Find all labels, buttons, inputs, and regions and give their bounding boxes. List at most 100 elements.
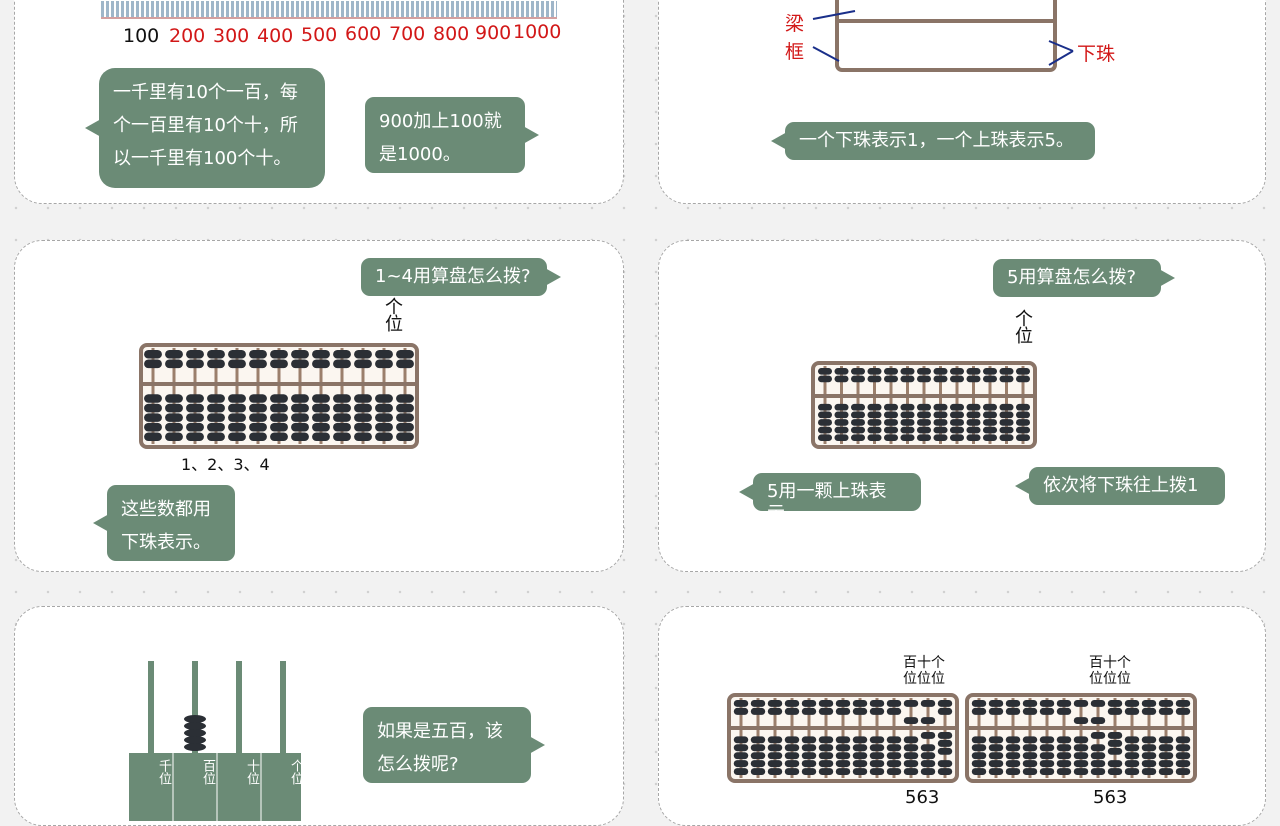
abacus-upper-bead <box>165 350 183 359</box>
abacus-lower-bead <box>1107 747 1123 755</box>
abacus-lower-bead <box>396 432 414 441</box>
abacus-lower-bead <box>1022 744 1038 752</box>
abacus-upper-bead <box>867 375 882 383</box>
abacus-lower-bead <box>1056 760 1072 768</box>
abacus-lower-bead <box>1107 732 1123 739</box>
abacus-upper-bead <box>375 350 393 359</box>
abacus-lower-bead <box>333 403 351 413</box>
abacus-lower-bead <box>1056 752 1072 760</box>
abacus-lower-bead <box>867 403 882 411</box>
counting-bead <box>184 743 206 751</box>
abacus-lower-bead <box>375 413 393 422</box>
abacus-lower-bead <box>1015 403 1031 411</box>
abacus-lower-bead <box>988 752 1004 760</box>
abacus-lower-bead <box>982 419 998 426</box>
speech-bubble-5-question: 5用算盘怎么拨? <box>993 259 1175 297</box>
abacus-lower-bead <box>850 419 866 426</box>
abacus-lower-bead <box>767 768 783 775</box>
abacus-upper-bead <box>1090 700 1106 707</box>
abacus-lower-bead <box>835 760 851 768</box>
abacus-beam <box>968 726 1194 730</box>
abacus-lower-bead <box>966 403 981 411</box>
abacus-lower-bead <box>949 419 965 426</box>
abacus-lower-bead <box>900 411 915 419</box>
abacus-lower-bead <box>988 744 1004 752</box>
abacus-upper-bead <box>850 375 866 383</box>
abacus-upper-bead <box>988 707 1004 715</box>
abacus-lower-bead <box>1141 744 1157 752</box>
abacus-lower-bead <box>750 752 766 760</box>
abacus-lower-bead <box>971 752 987 760</box>
abacus-lower-bead <box>1175 744 1191 752</box>
abacus-lower-bead <box>801 768 817 775</box>
abacus-lower-bead <box>886 760 902 768</box>
abacus-lower-bead <box>784 768 800 775</box>
abacus-lower-bead <box>165 432 183 441</box>
abacus-lower-bead <box>733 760 749 768</box>
abacus-lower-bead <box>375 432 393 441</box>
abacus-lower-bead <box>270 394 288 403</box>
abacus-upper-bead <box>1175 707 1191 715</box>
abacus-upper-bead <box>1015 375 1031 383</box>
abacus-lower-bead <box>1022 752 1038 760</box>
abacus-lower-bead <box>801 760 817 768</box>
abacus-lower-bead <box>869 768 885 775</box>
abacus-upper-bead <box>375 359 393 369</box>
place-baiwei: 百位 <box>200 759 215 785</box>
abacus-upper-bead <box>1158 700 1174 707</box>
abacus-lower-bead <box>937 739 953 747</box>
abacus-upper-bead <box>920 717 936 724</box>
abacus-upper-bead <box>883 375 899 383</box>
abacus-lower-bead <box>249 422 267 432</box>
abacus-upper-bead <box>228 359 246 369</box>
abacus-lower-bead <box>937 747 953 755</box>
abacus-upper-bead <box>988 700 1004 707</box>
counting-rods-place-value <box>129 661 301 821</box>
abacus-lower-bead <box>966 434 981 441</box>
abacus-lower-bead <box>784 760 800 768</box>
abacus-5 <box>811 361 1037 449</box>
number-300: 300 <box>213 25 250 47</box>
abacus-upper-bead <box>733 700 749 707</box>
abacus-lower-bead <box>818 760 834 768</box>
abacus-lower-bead <box>852 752 868 760</box>
abacus-upper-bead <box>933 375 948 383</box>
abacus-lower-bead <box>396 422 414 432</box>
speech-bubble-900-plus-100: 900加上100就是1000。 <box>365 97 539 173</box>
abacus-lower-bead <box>375 394 393 403</box>
abacus-lower-bead <box>916 426 932 434</box>
abacus-upper-bead <box>966 368 981 375</box>
abacus-upper-bead <box>1005 707 1021 715</box>
caption-563-b: 563 <box>1093 787 1128 808</box>
abacus-lower-bead <box>249 432 267 441</box>
counting-bead <box>184 736 206 744</box>
abacus-upper-bead <box>186 359 204 369</box>
abacus-lower-bead <box>971 736 987 744</box>
abacus-lower-bead <box>818 752 834 760</box>
abacus-upper-bead <box>144 359 162 369</box>
abacus-lower-bead <box>186 394 204 403</box>
abacus-upper-bead <box>1107 707 1123 715</box>
abacus-lower-bead <box>228 422 246 432</box>
counting-bead <box>184 729 206 737</box>
abacus-1-4 <box>139 343 419 449</box>
abacus-lower-bead <box>801 752 817 760</box>
abacus-upper-bead <box>949 368 965 375</box>
abacus-lower-bead <box>1073 752 1089 760</box>
abacus-lower-bead <box>903 736 919 744</box>
abacus-lower-bead <box>949 403 965 411</box>
abacus-upper-bead <box>834 368 849 375</box>
abacus-lower-bead <box>165 422 183 432</box>
abacus-lower-bead <box>966 411 981 419</box>
abacus-upper-bead <box>1039 707 1055 715</box>
abacus-upper-bead <box>396 359 414 369</box>
counting-rod <box>192 661 198 753</box>
abacus-lower-bead <box>144 422 162 432</box>
abacus-lower-bead <box>375 422 393 432</box>
abacus-upper-bead <box>818 700 834 707</box>
abacus-lower-bead <box>900 403 915 411</box>
abacus-upper-bead <box>999 368 1014 375</box>
abacus-lower-bead <box>207 403 225 413</box>
abacus-lower-bead <box>1175 752 1191 760</box>
abacus-lower-bead <box>228 403 246 413</box>
